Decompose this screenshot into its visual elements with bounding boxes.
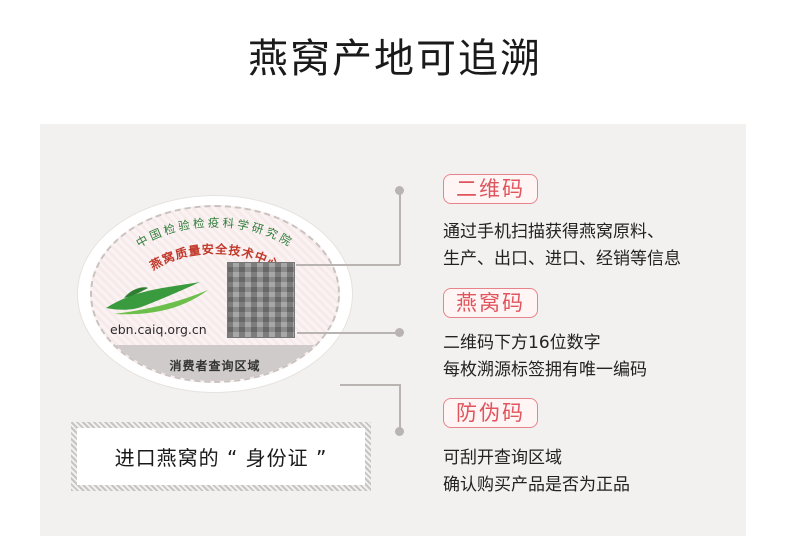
consumer-query-area: 消费者查询区域 [169,359,261,373]
id-card-box: 进口燕窝的 “ 身份证 ” [71,422,371,491]
desc-bird-nest-code-2: 每枚溯源标签拥有唯一编码 [443,360,647,380]
desc-anti-counterfeit-1: 可刮开查询区域 [443,448,562,468]
connector-line-3 [399,384,401,432]
connector-line-1-vertical [399,190,401,265]
qr-code-icon [227,262,295,338]
label-url: ebn.caiq.org.cn [110,322,207,337]
tag-bird-nest-code: 燕窝码 [443,288,538,318]
connector-line-1 [296,264,400,266]
org-name-text: 中国检验检疫科学研究院 [134,216,297,251]
connector-line-3-h [340,384,400,386]
page-title: 燕窝产地可追溯 [248,36,542,82]
label-arc-text: 中国检验检疫科学研究院 燕窝质量安全技术中心 [134,216,297,273]
desc-anti-counterfeit-2: 确认购买产品是否为正品 [443,475,630,495]
connector-line-2 [297,332,400,334]
connector-dot-3 [395,427,404,436]
desc-bird-nest-code-1: 二维码下方16位数字 [443,333,601,353]
id-card-text: 进口燕窝的 “ 身份证 ” [114,446,328,470]
tag-anti-counterfeit-code: 防伪码 [443,398,538,428]
swallow-logo-icon [106,282,208,315]
desc-qr-code-1: 通过手机扫描获得燕窝原料、 [443,222,664,242]
connector-dot-1 [395,186,404,195]
tag-qr-code: 二维码 [443,174,538,204]
scratch-area [92,345,338,381]
desc-qr-code-2: 生产、出口、进口、经销等信息 [443,249,681,269]
connector-dot-2 [395,328,404,337]
